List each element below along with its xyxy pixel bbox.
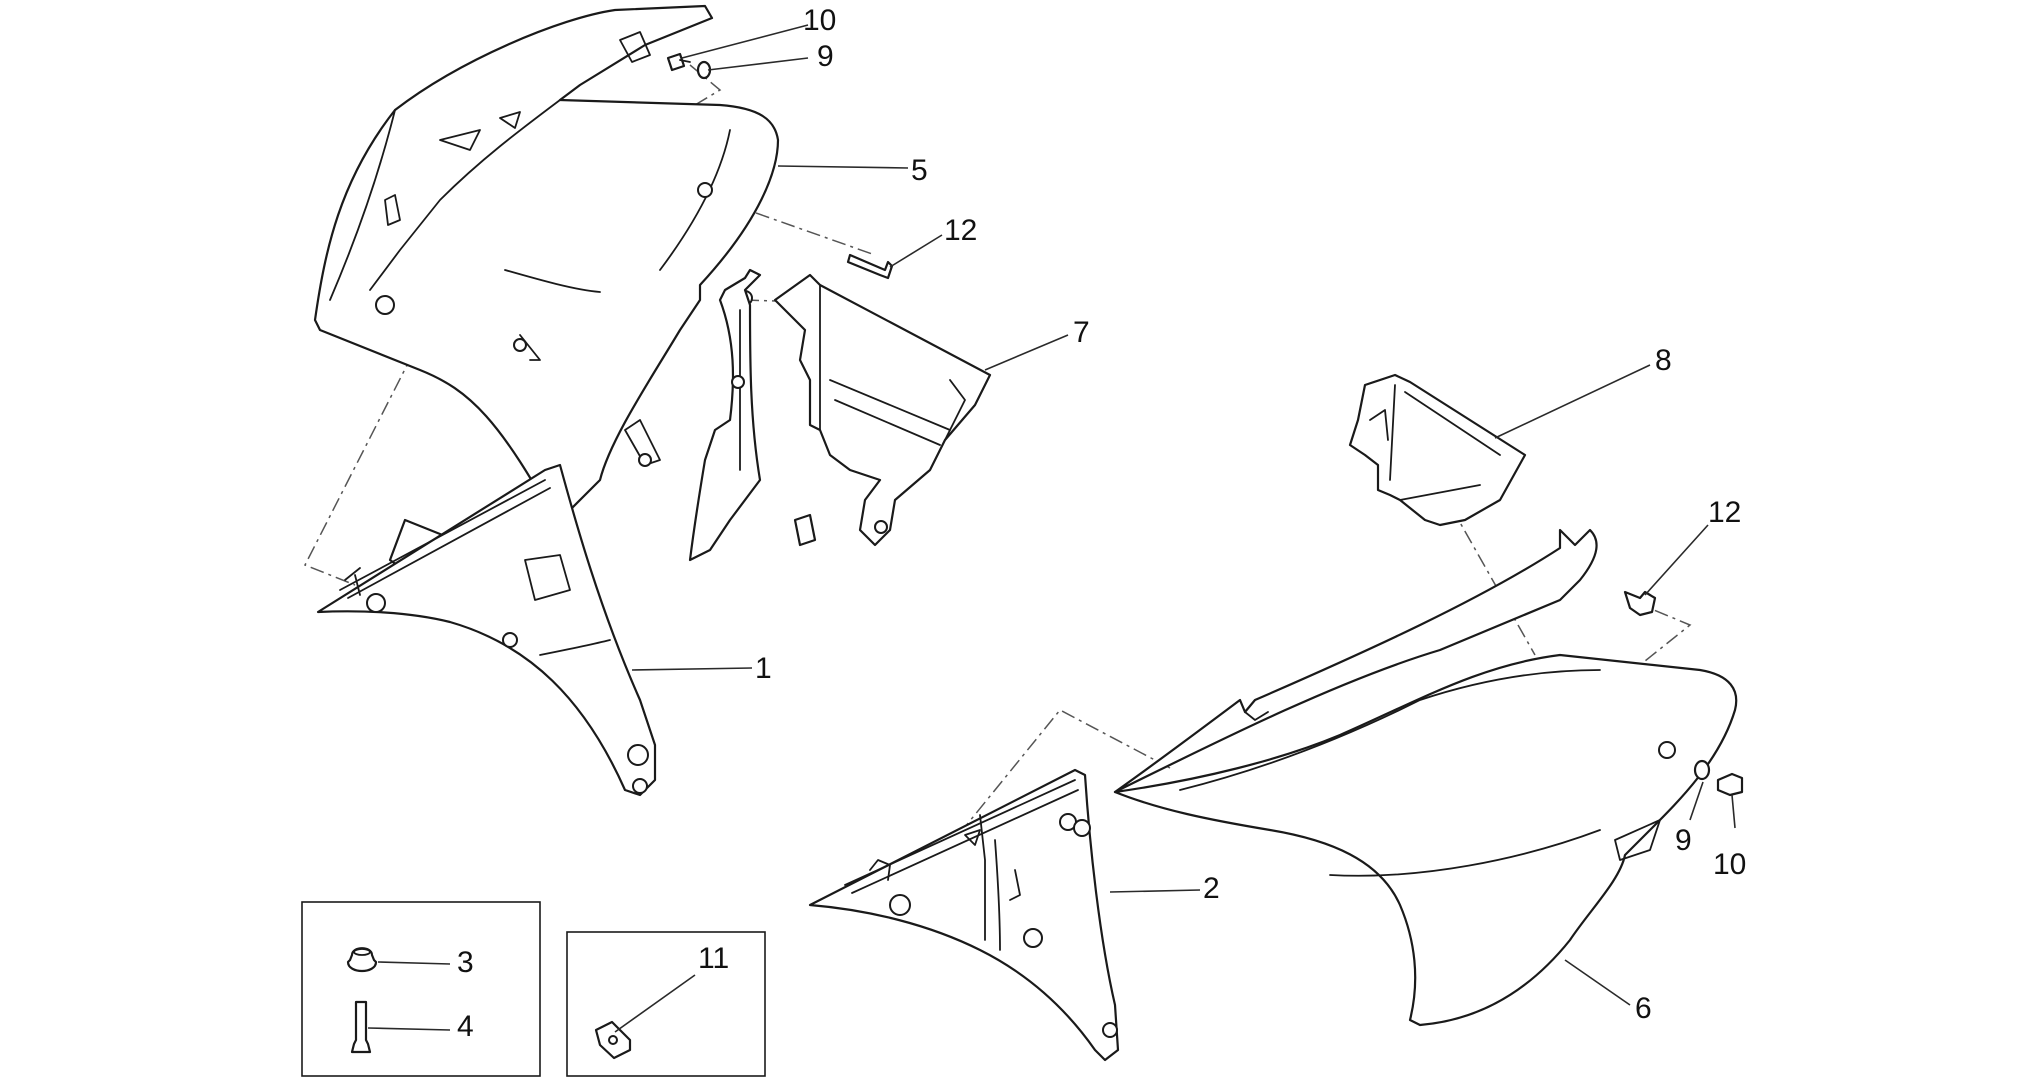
callout-6: 6 <box>1635 992 1652 1025</box>
callout-11: 11 <box>698 942 729 975</box>
callout-12-right: 12 <box>1708 496 1741 529</box>
callout-10-top: 10 <box>803 4 836 37</box>
callout-10-right: 10 <box>1713 848 1746 881</box>
hardware-box-3-4 <box>301 901 541 1077</box>
callout-3: 3 <box>457 946 474 979</box>
fastener-10-top <box>666 52 691 72</box>
clip-nut-11 <box>594 1020 632 1060</box>
pin-4 <box>350 1000 372 1054</box>
fastener-12-right <box>1623 590 1657 617</box>
part-2-lower-fairing <box>808 768 1120 1062</box>
callout-4: 4 <box>457 1010 474 1043</box>
callouts: 10 9 5 12 7 1 8 12 2 9 10 6 3 4 11 <box>457 4 1746 1043</box>
callout-7: 7 <box>1073 316 1090 349</box>
part-7-duct <box>688 268 992 562</box>
part-6-side-fairing <box>1113 528 1738 1027</box>
callout-1: 1 <box>755 652 772 685</box>
hardware-box-11 <box>566 931 766 1077</box>
callout-9-top: 9 <box>817 40 834 73</box>
callout-12-top: 12 <box>944 214 977 247</box>
callout-5: 5 <box>911 154 928 187</box>
grommet-3 <box>346 947 378 973</box>
callout-2: 2 <box>1203 872 1220 905</box>
callout-8: 8 <box>1655 344 1672 377</box>
part-8-duct <box>1348 373 1527 527</box>
part-1-lower-fairing <box>316 463 657 797</box>
fastener-12-top <box>846 253 894 280</box>
fastener-10-right <box>1716 772 1744 797</box>
leader-lines <box>367 24 1736 1033</box>
callout-9-right: 9 <box>1675 824 1692 857</box>
part-5-upper-fairing <box>313 4 780 622</box>
washer-9-right <box>1693 759 1711 781</box>
